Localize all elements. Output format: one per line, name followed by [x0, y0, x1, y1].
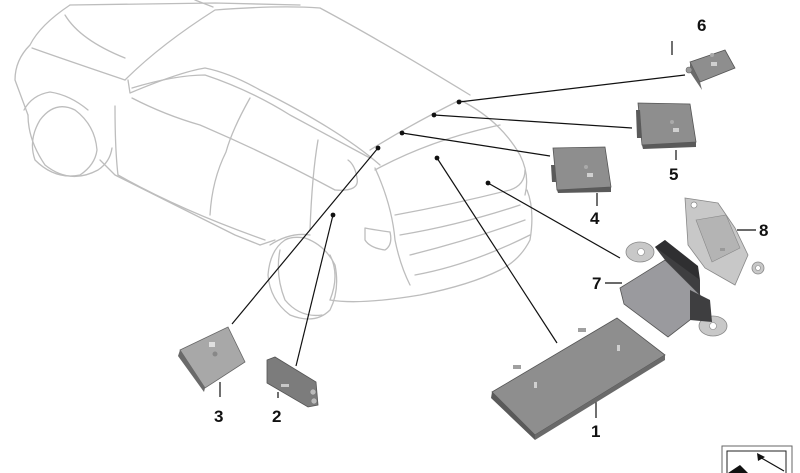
- part-2-module[interactable]: [266, 356, 319, 408]
- car-outline: [14, 0, 533, 320]
- leader-dots: [330, 99, 491, 218]
- callout-3[interactable]: 3: [214, 407, 224, 426]
- callout-6[interactable]: 6: [697, 16, 707, 35]
- part-6-module[interactable]: [685, 49, 736, 90]
- arrow-up-left-icon: [728, 453, 785, 473]
- part-8-bracket[interactable]: [684, 197, 765, 286]
- part-4-module[interactable]: [551, 146, 612, 193]
- nav-arrow-box[interactable]: [721, 445, 793, 473]
- callout-8[interactable]: 8: [759, 221, 769, 240]
- callout-2[interactable]: 2: [272, 407, 282, 426]
- part-7-amplifier[interactable]: [619, 240, 728, 338]
- callout-4[interactable]: 4: [590, 209, 600, 228]
- part-3-module[interactable]: [178, 326, 246, 392]
- part-1-module[interactable]: [491, 317, 666, 440]
- callout-5[interactable]: 5: [669, 165, 679, 184]
- leader-lines: [219, 41, 756, 418]
- callout-1[interactable]: 1: [591, 422, 601, 441]
- callout-7[interactable]: 7: [592, 274, 602, 293]
- part-5-module[interactable]: [636, 102, 697, 149]
